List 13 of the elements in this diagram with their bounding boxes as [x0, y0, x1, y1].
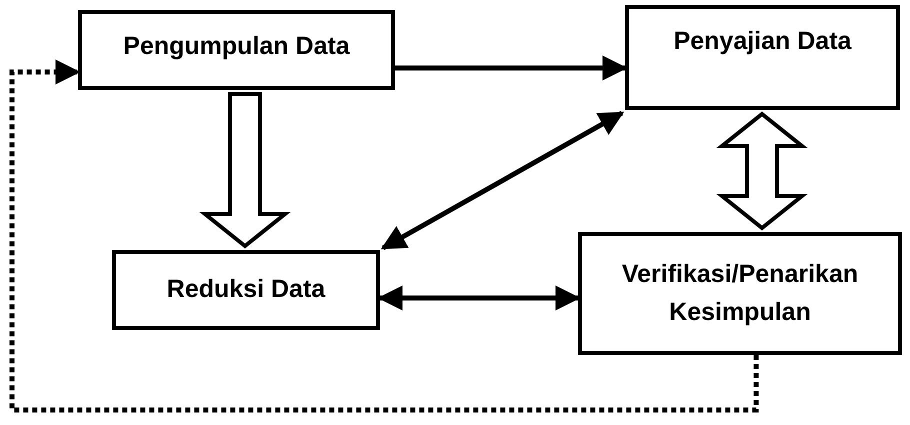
block-arrow [716, 111, 808, 231]
arrow [395, 56, 628, 80]
process-box [112, 250, 380, 330]
arrow [380, 110, 624, 250]
block-arrow [199, 92, 291, 249]
box-label: Reduksi Data [166, 274, 326, 306]
dotted-arrow [10, 60, 759, 412]
process-box [578, 232, 902, 355]
process-box [78, 10, 395, 90]
process-box [625, 5, 900, 110]
box-label: Pengumpulan Data [123, 31, 350, 62]
box-label: Verifikasi/Penarikan Kesimpulan [620, 259, 860, 328]
box-label: Penyajian Data [674, 26, 852, 57]
